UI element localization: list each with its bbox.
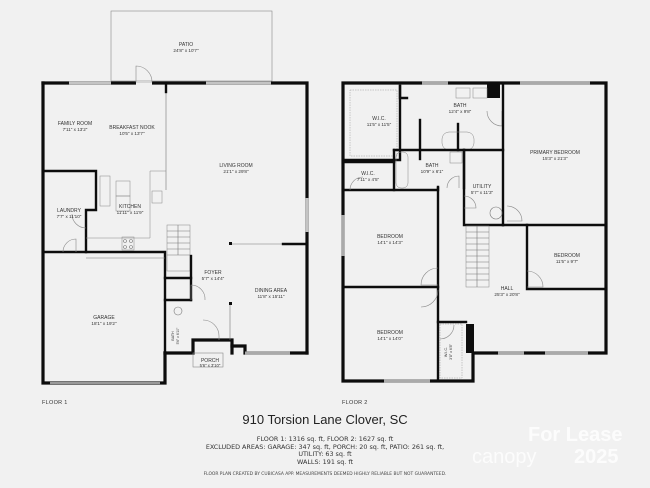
area-stats-line1: FLOOR 1: 1316 sq. ft, FLOOR 2: 1627 sq. … — [256, 435, 394, 443]
room-dims-garage: 18'1" x 19'2" — [91, 321, 117, 326]
property-address: 910 Torsion Lane Clover, SC — [242, 412, 408, 427]
floor2-plan — [341, 81, 608, 383]
room-dims-wic-bedroom3: 3'8" x 6'8" — [449, 343, 453, 359]
disclaimer: FLOOR PLAN CREATED BY CUBICASA APP. MEAS… — [203, 472, 447, 477]
stairs-floor1 — [166, 224, 191, 272]
room-label-hall: HALL — [501, 286, 514, 292]
room-dims-bath-primary: 12'4" x 9'8" — [449, 109, 472, 114]
room-label-patio: PATIO — [179, 42, 193, 48]
room-label-wic-bedroom3: W.I.C. — [444, 347, 448, 357]
room-dims-utility: 5'7" x 11'3" — [471, 190, 494, 195]
room-dims-wic-large: 11'5" x 11'5" — [367, 122, 392, 127]
room-dims-primary-bedroom: 15'3" x 21'3" — [542, 156, 568, 161]
room-label-kitchen: KITCHEN — [119, 204, 141, 210]
room-dims-porch: 5'6" x 3'10" — [200, 363, 221, 368]
room-label-dining-area: DINING AREA — [255, 288, 288, 294]
room-label-garage: GARAGE — [93, 315, 115, 321]
room-label-primary-bedroom: PRIMARY BEDROOM — [530, 150, 580, 156]
room-label-bedroom-3: BEDROOM — [377, 330, 403, 336]
stairs-floor2 — [465, 225, 490, 288]
room-dims-patio: 24'8" x 10'7" — [173, 48, 199, 53]
watermark-for-lease: For Lease — [528, 424, 623, 446]
area-stats-line3: UTILITY: 63 sq. ft — [298, 450, 352, 459]
room-label-bedroom-1: BEDROOM — [377, 234, 403, 240]
room-label-utility: UTILITY — [473, 184, 492, 190]
room-label-living-room: LIVING ROOM — [219, 163, 252, 169]
room-label-bath-floor1: BATH — [171, 331, 175, 341]
room-dims-hall: 25'3" x 20'8" — [494, 292, 520, 297]
room-label-bath-hall: BATH — [426, 163, 439, 169]
area-stats-line4: WALLS: 191 sq. ft — [296, 457, 354, 466]
room-dims-bedroom-1: 14'1" x 14'3" — [377, 240, 403, 245]
area-stats: FLOOR 1: 1316 sq. ft, FLOOR 2: 1627 sq. … — [0, 435, 650, 466]
room-label-breakfast-nook: BREAKFAST NOOK — [109, 125, 155, 131]
room-dims-kitchen: 11'11" x 11'9" — [117, 210, 144, 215]
floor1-plan — [41, 10, 309, 385]
room-label-bedroom-2: BEDROOM — [554, 253, 580, 259]
room-dims-dining-area: 11'8" x 15'11" — [257, 294, 284, 299]
room-dims-bedroom-3: 14'1" x 14'0" — [377, 336, 403, 341]
patio-outline — [110, 10, 273, 82]
room-label-family-room: FAMILY ROOM — [58, 121, 92, 127]
room-label-wic-small: W.I.C. — [361, 171, 375, 177]
area-stats-line2: EXCLUDED AREAS: GARAGE: 347 sq. ft, PORC… — [205, 442, 445, 451]
room-label-foyer: FOYER — [204, 270, 222, 276]
room-dims-laundry: 7'7" x 11'10" — [57, 214, 82, 219]
room-dims-bath-floor1: 5'6" x 6'10" — [176, 327, 180, 345]
watermark-year: 2025 — [574, 446, 619, 468]
floor1-label: FLOOR 1 — [42, 400, 68, 406]
room-label-bath-primary: BATH — [454, 103, 467, 109]
room-dims-family-room: 7'11" x 13'2" — [63, 127, 88, 132]
room-label-wic-large: W.I.C. — [372, 116, 386, 122]
room-dims-foyer: 5'7" x 14'4" — [202, 276, 225, 281]
room-label-laundry: LAUNDRY — [57, 208, 81, 214]
floor2-label: FLOOR 2 — [342, 400, 368, 406]
room-dims-living-room: 21'1" x 29'8" — [223, 169, 249, 174]
room-dims-bath-hall: 10'9" x 6'1" — [421, 169, 444, 174]
watermark-brand: canopy — [472, 446, 537, 468]
room-dims-wic-small: 7'11" x 4'5" — [357, 177, 380, 182]
room-dims-breakfast-nook: 10'5" x 13'7" — [119, 131, 145, 136]
room-dims-bedroom-2: 11'5" x 9'7" — [556, 259, 579, 264]
room-label-porch: PORCH — [201, 358, 219, 364]
